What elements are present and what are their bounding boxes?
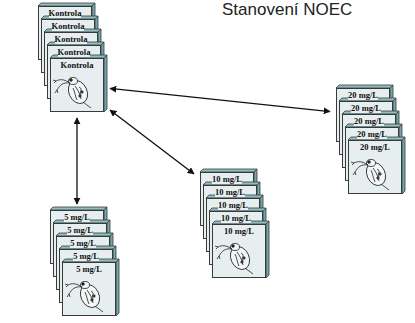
concentration-label: 20 mg/L [360,142,390,152]
concentration-label: 20 mg/L [357,129,387,139]
test-vessel: Kontrola [50,58,104,112]
daphnia-drawing [213,236,265,277]
concentration-label: 10 mg/L [215,187,245,197]
concentration-label: 10 mg/L [218,200,248,210]
concentration-label: 20 mg/L [351,103,381,113]
test-vessel: 5 mg/L [62,262,116,316]
concentration-label: 20 mg/L [348,90,378,100]
double-arrow [76,118,77,204]
test-vessel: 10 mg/L [212,224,266,278]
concentration-label: Kontrola [61,60,94,70]
concentration-label: 20 mg/L [354,116,384,126]
concentration-label: Kontrola [58,47,91,57]
concentration-label: Kontrola [52,21,85,31]
concentration-label: 10 mg/L [221,213,251,223]
test-vessel: 20 mg/L [348,140,402,194]
concentration-label: Kontrola [55,34,88,44]
concentration-label: 5 mg/L [64,212,90,222]
concentration-label: 5 mg/L [70,238,96,248]
daphnia-drawing [51,70,103,111]
slide-title: Stanovení NOEC [222,0,352,20]
double-arrow [110,110,194,174]
concentration-label: 10 mg/L [224,226,254,236]
concentration-label: 10 mg/L [212,174,242,184]
concentration-label: 5 mg/L [73,251,99,261]
daphnia-drawing [63,274,115,315]
double-arrow [110,88,330,111]
daphnia-drawing [349,152,401,193]
concentration-label: 5 mg/L [67,225,93,235]
concentration-label: 5 mg/L [76,264,102,274]
concentration-label: Kontrola [49,8,82,18]
